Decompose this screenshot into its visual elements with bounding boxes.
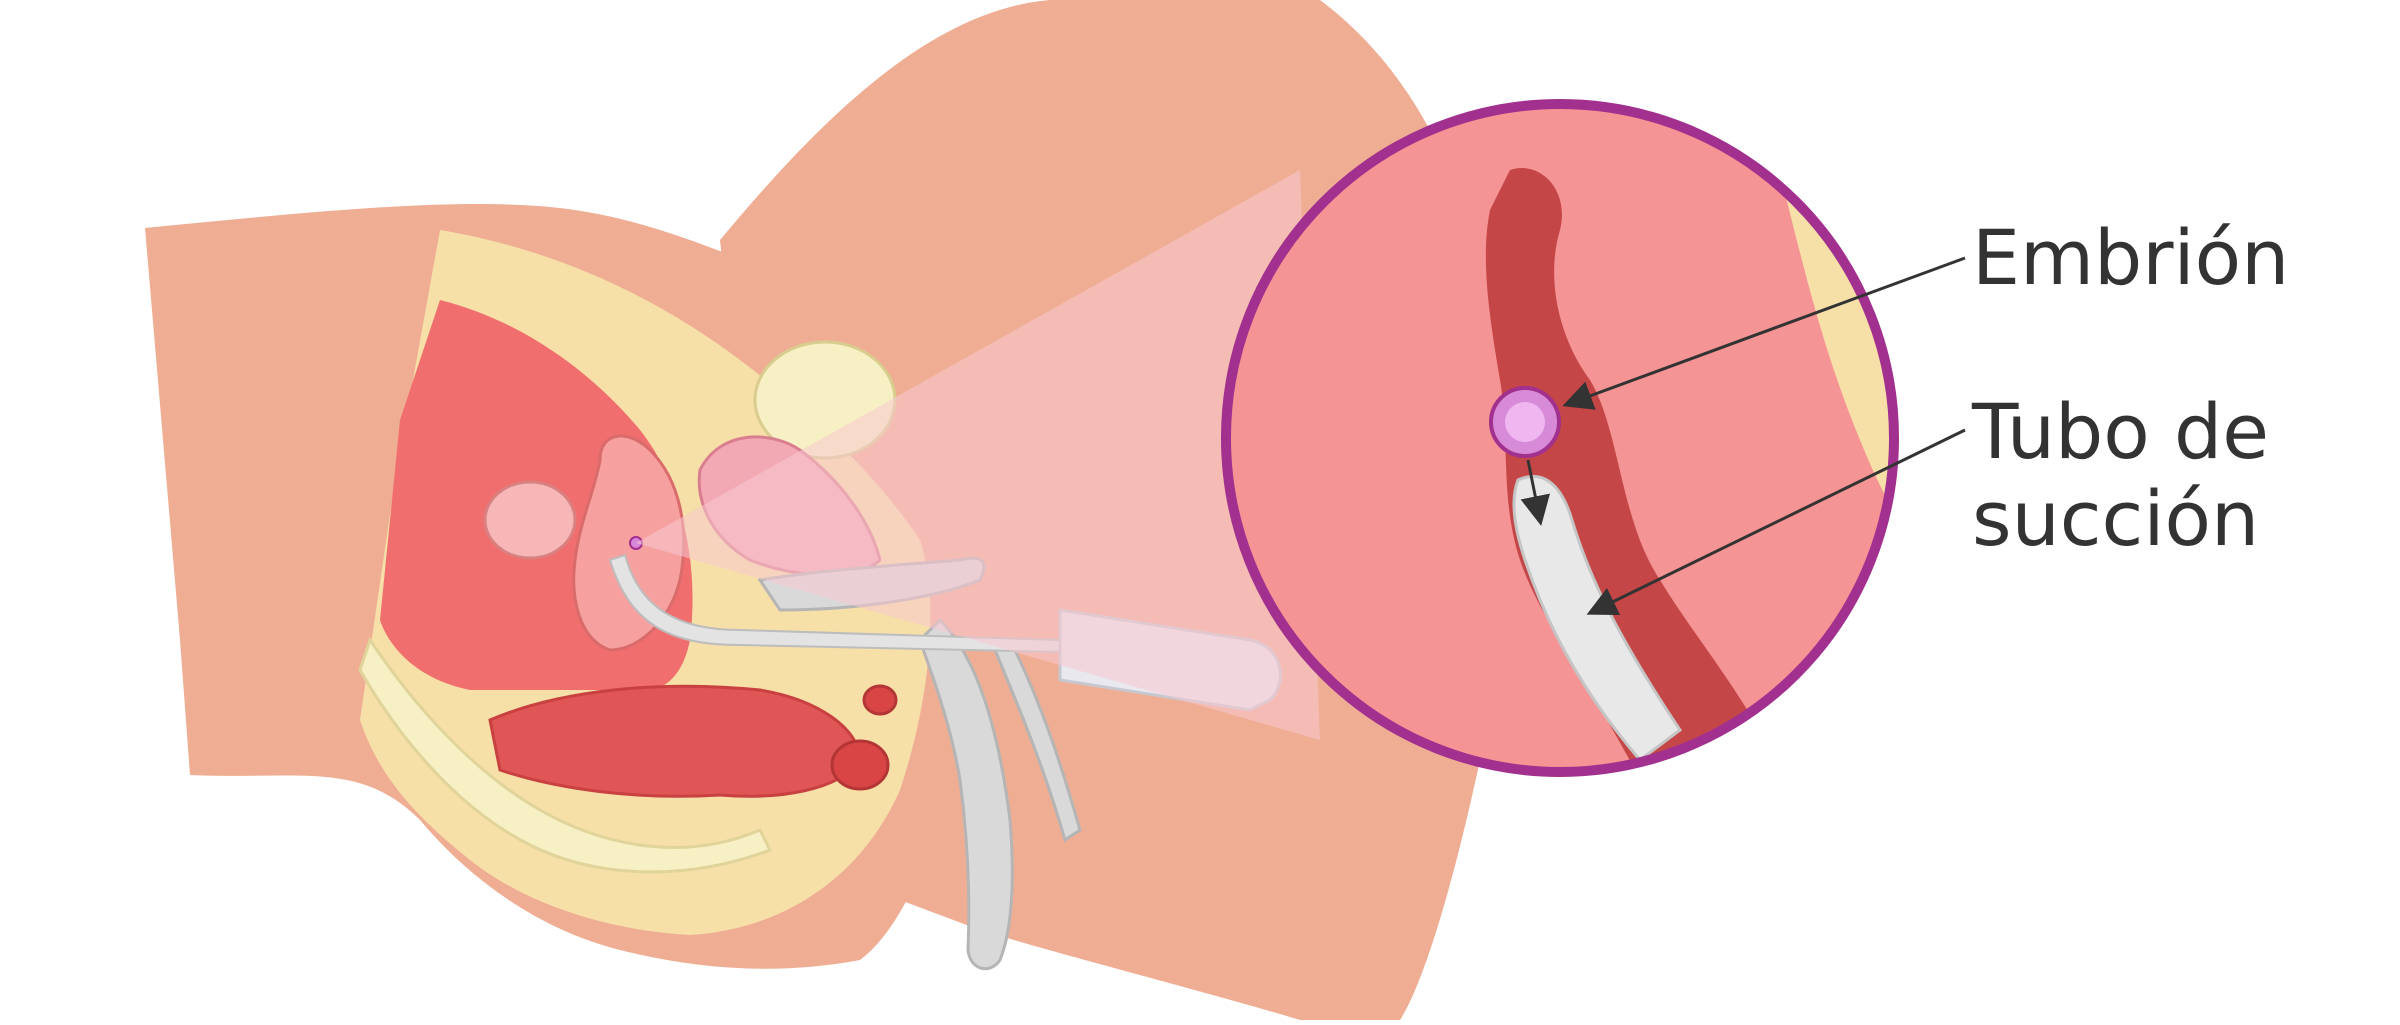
anal-sphincter — [830, 739, 890, 791]
suction-tube-label-line2: succión — [1972, 474, 2260, 564]
zoom-suction-tube — [1512, 474, 1683, 763]
sacrum-bone — [358, 636, 773, 874]
ovary — [483, 480, 577, 560]
rectum — [488, 684, 862, 798]
embryo-label: Embrión — [1972, 213, 2290, 302]
zoom-ring — [1221, 99, 1899, 777]
tube-pointer-line — [1586, 428, 1966, 615]
suction-tube-label: Tubo de succión — [1972, 388, 2269, 563]
magnification-cone — [636, 170, 1320, 740]
suction-direction-arrow — [1520, 459, 1551, 526]
perineal-body — [862, 684, 898, 716]
zoom-view — [1221, 99, 1899, 777]
zoom-embryo-inner — [1505, 402, 1545, 442]
speculum-handle — [918, 617, 1014, 971]
embryo-pointer-line — [1562, 256, 1966, 410]
suction-tube-label-line1: Tubo de — [1972, 387, 2269, 476]
speculum-lever — [993, 637, 1082, 843]
